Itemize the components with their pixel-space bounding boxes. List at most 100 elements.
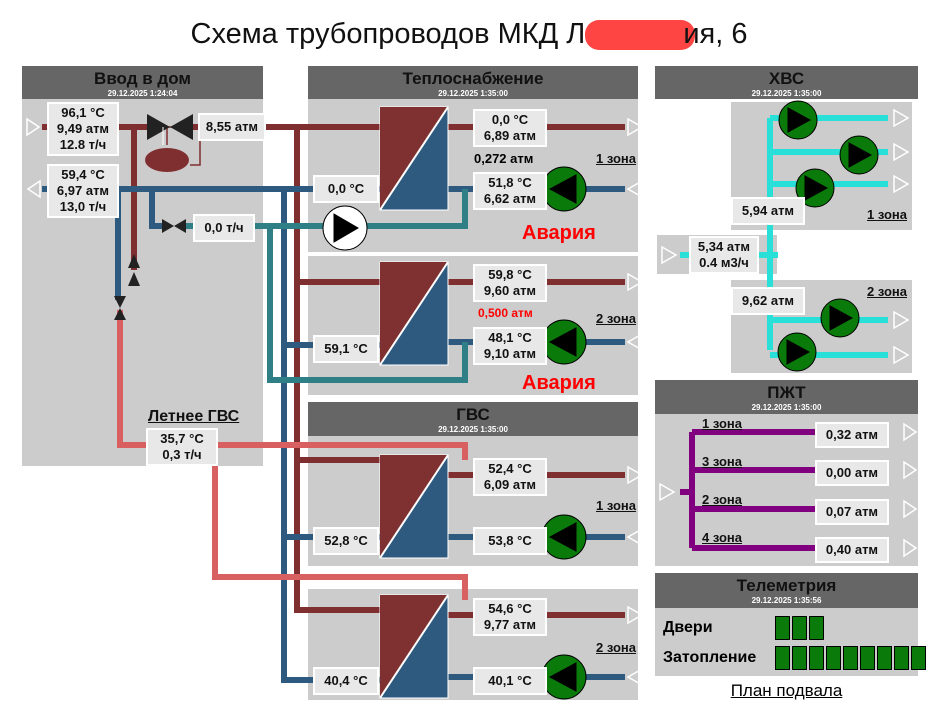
status-lamp	[860, 646, 875, 670]
status-lamp	[809, 646, 824, 670]
status-lamp	[911, 646, 926, 670]
pressure: 5,34 атм	[697, 239, 751, 254]
gvs-z2-in-temp: 40,4 °C	[313, 667, 379, 695]
pzht-zone-link[interactable]: 4 зона	[702, 530, 743, 545]
pzht-title: ПЖТ	[767, 383, 806, 402]
pzht-zone-link[interactable]: 2 зона	[702, 492, 743, 507]
telemetry-time: 29.12.2025 1:35:56	[751, 596, 822, 605]
pressure: 9,10 атм	[483, 346, 537, 361]
heat-z1-in-temp: 0,0 °C	[313, 175, 379, 203]
vvod-panel	[22, 99, 263, 466]
heat-zone1-link[interactable]: 1 зона	[596, 151, 637, 166]
heat-exchanger-icons	[379, 106, 449, 699]
supply-pressure: 9,49 атм	[56, 121, 110, 136]
flood-label: Затопление	[663, 649, 757, 666]
pzht-value: 0,40 атм	[815, 537, 889, 563]
redaction-mark	[585, 20, 696, 51]
summer-gvs-link[interactable]: Летнее ГВС	[148, 408, 240, 425]
pzht-value: 0,07 атм	[815, 499, 889, 525]
heat-z1-dp: 0,272 атм	[474, 151, 534, 166]
after-valve-pressure: 8,55 атм	[198, 113, 266, 141]
gvs-z1-in-temp: 52,8 °C	[313, 527, 379, 555]
pressure: 9,60 атм	[483, 283, 537, 298]
doors-indicators	[775, 616, 826, 640]
hvs-time: 29.12.2025 1:35:00	[751, 89, 822, 98]
vvod-time: 29.12.2025 1:24:04	[107, 89, 178, 98]
gvs-z2-return: 40,1 °C	[473, 667, 547, 695]
pressure: 9,77 атм	[483, 617, 537, 632]
pzht-time: 29.12.2025 1:35:00	[751, 403, 822, 412]
pressure: 6,62 атм	[483, 191, 537, 206]
status-lamp	[792, 646, 807, 670]
vvod-title: Ввод в дом	[94, 69, 191, 88]
supply-temp: 96,1 °C	[61, 105, 105, 120]
status-lamp	[877, 646, 892, 670]
heat-title: Теплоснабжение	[402, 69, 544, 88]
pzht-zone-link[interactable]: 3 зона	[702, 454, 743, 469]
hvs-z2-pressure: 9,62 атм	[731, 287, 805, 315]
heat-time: 29.12.2025 1:35:00	[438, 89, 508, 98]
gvs-time: 29.12.2025 1:35:00	[438, 425, 508, 434]
gvs-z1-return: 53,8 °C	[473, 527, 547, 555]
basement-plan-link[interactable]: План подвала	[730, 681, 843, 700]
temp: 59,8 °C	[488, 267, 532, 282]
temp: 52,4 °C	[488, 461, 532, 476]
title-prefix: Схема трубопроводов МКД Л	[190, 18, 586, 50]
summer-flow: 0,3 т/ч	[162, 447, 202, 462]
pzht-value: 0,32 атм	[815, 422, 889, 448]
pressure: 6,89 атм	[483, 128, 537, 143]
temp: 0,0 °C	[491, 112, 529, 127]
bypass-flow: 0,0 т/ч	[193, 214, 255, 242]
heat-zone2-link[interactable]: 2 зона	[596, 311, 637, 326]
temp: 54,6 °C	[488, 601, 532, 616]
summer-pipe	[117, 310, 468, 600]
hvs-title: ХВС	[768, 69, 805, 88]
pzht-zone-link[interactable]: 1 зона	[702, 416, 743, 431]
return-flow: 13,0 т/ч	[59, 199, 107, 214]
heat-z2-dp: 0,500 атм	[478, 306, 533, 320]
telemetry-title: Телеметрия	[736, 576, 837, 595]
heat-z2-in-temp: 59,1 °C	[313, 335, 379, 363]
flow-arrows	[26, 108, 918, 687]
title-suffix: ия, 6	[683, 18, 748, 50]
hvs-zone2-link[interactable]: 2 зона	[867, 284, 908, 299]
doors-label: Двери	[663, 619, 713, 636]
status-lamp	[809, 616, 824, 640]
heat-z2-alarm: Авария	[522, 372, 596, 394]
gvs-title: ГВС	[456, 405, 490, 424]
status-lamp	[894, 646, 909, 670]
status-lamp	[826, 646, 841, 670]
pzht-pipes	[680, 429, 815, 551]
flow: 0.4 м3/ч	[699, 255, 749, 270]
status-lamp	[775, 646, 790, 670]
status-lamp	[843, 646, 858, 670]
status-lamp	[792, 616, 807, 640]
supply-flow: 12.8 т/ч	[59, 137, 107, 152]
pressure: 6,09 атм	[483, 477, 537, 492]
valve-icons	[114, 114, 193, 320]
summer-temp: 35,7 °C	[160, 431, 204, 446]
status-lamp	[775, 616, 790, 640]
hvs-zone1-link[interactable]: 1 зона	[867, 207, 908, 222]
pzht-value: 0,00 атм	[815, 460, 889, 486]
return-temp: 59,4 °C	[61, 167, 105, 182]
regulator-icon	[145, 148, 189, 172]
temp: 48,1 °C	[488, 330, 532, 345]
gvs-zone2-link[interactable]: 2 зона	[596, 640, 637, 655]
gvs-zone1-link[interactable]: 1 зона	[596, 498, 637, 513]
